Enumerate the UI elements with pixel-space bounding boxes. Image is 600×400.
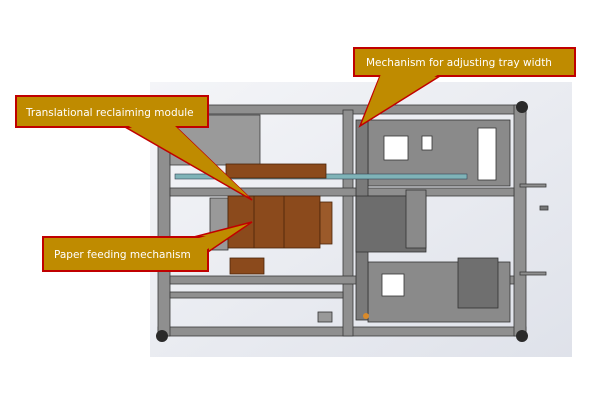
paper-stack <box>225 163 333 275</box>
callout-paper-feeding: Paper feeding mechanism <box>42 221 253 272</box>
callout-paper-feeding-label: Paper feeding mechanism <box>54 249 191 261</box>
callout-reclaiming-module-label: Translational reclaiming module <box>25 107 194 119</box>
callout-tray-width: Mechanism for adjusting tray width <box>353 47 576 128</box>
callout-reclaiming-module: Translational reclaiming module <box>15 95 253 201</box>
wheels <box>156 101 528 342</box>
machine-frame <box>157 104 549 337</box>
callout-tray-width-label: Mechanism for adjusting tray width <box>366 57 552 69</box>
